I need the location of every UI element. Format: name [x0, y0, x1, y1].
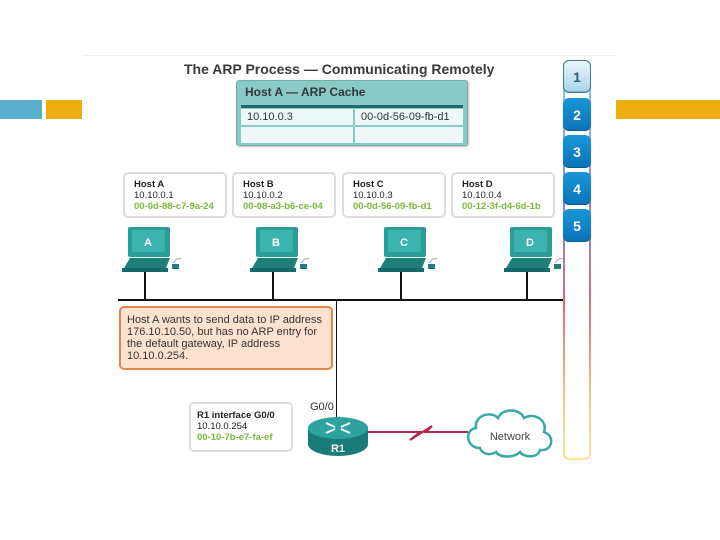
diagram-title: The ARP Process — Communicating Remotely [184, 61, 495, 77]
router-name: R1 [331, 443, 345, 455]
pc-icon-d[interactable]: D [500, 226, 564, 274]
router-link [336, 300, 337, 418]
network-cloud-icon: Network [467, 409, 553, 458]
host-name: Host D [462, 179, 493, 190]
pc-label: D [526, 237, 534, 249]
host-ip: 10.10.0.2 [243, 190, 283, 201]
host-name: Host B [243, 179, 274, 190]
arp-cache-title: Host A — ARP Cache [245, 85, 366, 99]
accent-bar-blue [0, 100, 42, 119]
pc-icon-a[interactable]: A [118, 226, 182, 274]
host-a-link [144, 272, 146, 300]
host-name: Host C [353, 179, 384, 190]
step-description: Host A wants to send data to IP address … [119, 306, 333, 370]
wan-link-icon [368, 425, 468, 441]
pc-icon-b[interactable]: B [246, 226, 310, 274]
accent-bar-orange-left [46, 100, 82, 119]
arp-cache-ip [241, 127, 353, 143]
host-a-info: Host A 10.10.0.1 00-0d-88-c7-9a-24 [123, 172, 227, 218]
step-button-2[interactable]: 2 [563, 98, 591, 131]
host-mac: 00-0d-56-09-fb-d1 [353, 201, 432, 212]
arp-cache-divider [241, 105, 463, 108]
pc-label: C [400, 237, 408, 249]
interface-title: R1 interface G0/0 [197, 410, 275, 421]
arp-cache-mac: 00-0d-56-09-fb-d1 [355, 109, 463, 125]
host-name: Host A [134, 179, 165, 190]
accent-bar-orange-right [616, 100, 720, 119]
step-button-1[interactable]: 1 [563, 60, 591, 93]
pc-label: A [144, 237, 152, 249]
lan-bus [118, 299, 565, 301]
pc-label: B [272, 237, 280, 249]
arp-cache-table: Host A — ARP Cache 10.10.0.3 00-0d-56-09… [236, 80, 468, 146]
arp-cache-mac [355, 127, 463, 143]
host-c-info: Host C 10.10.0.3 00-0d-56-09-fb-d1 [342, 172, 446, 218]
router-icon[interactable]: R1 [306, 414, 370, 458]
step-button-3[interactable]: 3 [563, 135, 591, 168]
host-c-link [400, 272, 402, 300]
host-ip: 10.10.0.1 [134, 190, 174, 201]
host-mac: 00-12-3f-d4-6d-1b [462, 201, 541, 212]
step-button-4[interactable]: 4 [563, 172, 591, 205]
host-mac: 00-0d-88-c7-9a-24 [134, 201, 214, 212]
top-divider [82, 55, 617, 56]
host-ip: 10.10.0.3 [353, 190, 393, 201]
host-ip: 10.10.0.4 [462, 190, 502, 201]
network-label: Network [490, 431, 531, 443]
host-b-info: Host B 10.10.0.2 00-08-a3-b6-ce-04 [232, 172, 336, 218]
host-b-link [272, 272, 274, 300]
router-interface-info: R1 interface G0/0 10.10.0.254 00-10-7b-e… [189, 402, 293, 452]
pc-icon-c[interactable]: C [374, 226, 438, 274]
step-button-5[interactable]: 5 [563, 209, 591, 242]
interface-mac: 00-10-7b-e7-fa-ef [197, 432, 273, 443]
host-d-link [526, 272, 528, 300]
interface-ip: 10.10.0.254 [197, 421, 248, 432]
host-d-info: Host D 10.10.0.4 00-12-3f-d4-6d-1b [451, 172, 555, 218]
arp-cache-ip: 10.10.0.3 [241, 109, 353, 125]
host-mac: 00-08-a3-b6-ce-04 [243, 201, 323, 212]
port-label: G0/0 [310, 401, 334, 413]
